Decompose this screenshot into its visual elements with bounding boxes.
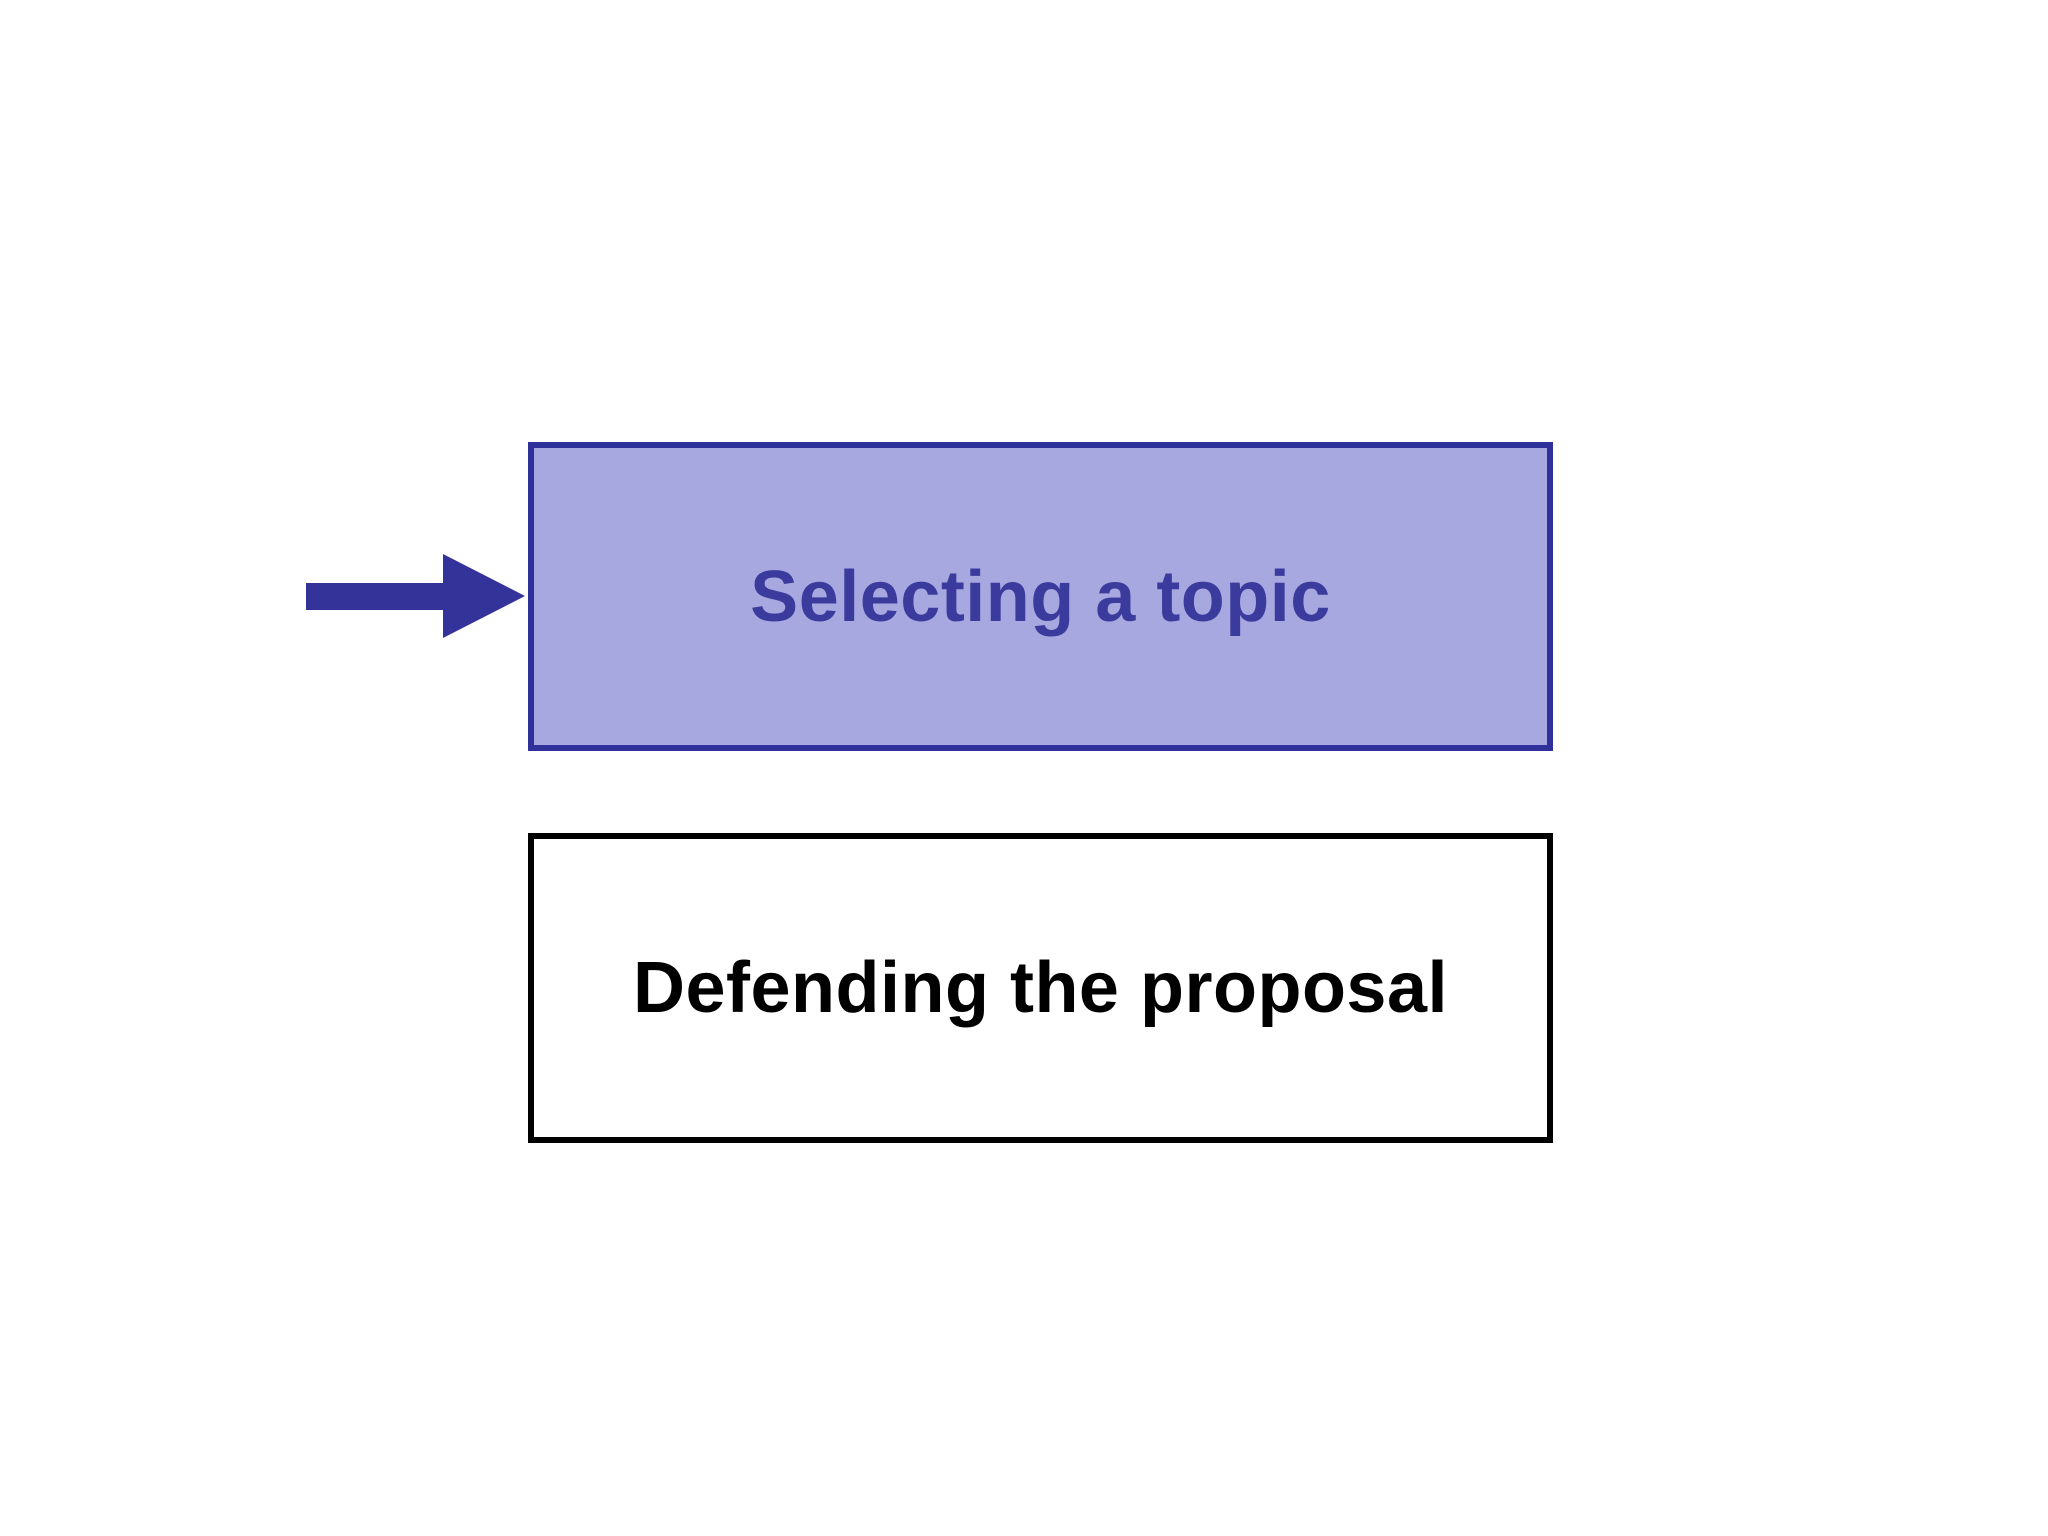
step-label-selecting-topic: Selecting a topic bbox=[750, 556, 1331, 637]
right-block-arrow-shape bbox=[306, 554, 525, 638]
step-box-selecting-topic: Selecting a topic bbox=[528, 442, 1553, 751]
step-box-defending-proposal: Defending the proposal bbox=[528, 833, 1553, 1143]
step-label-defending-proposal: Defending the proposal bbox=[632, 948, 1449, 1028]
right-block-arrow-icon bbox=[306, 554, 525, 638]
